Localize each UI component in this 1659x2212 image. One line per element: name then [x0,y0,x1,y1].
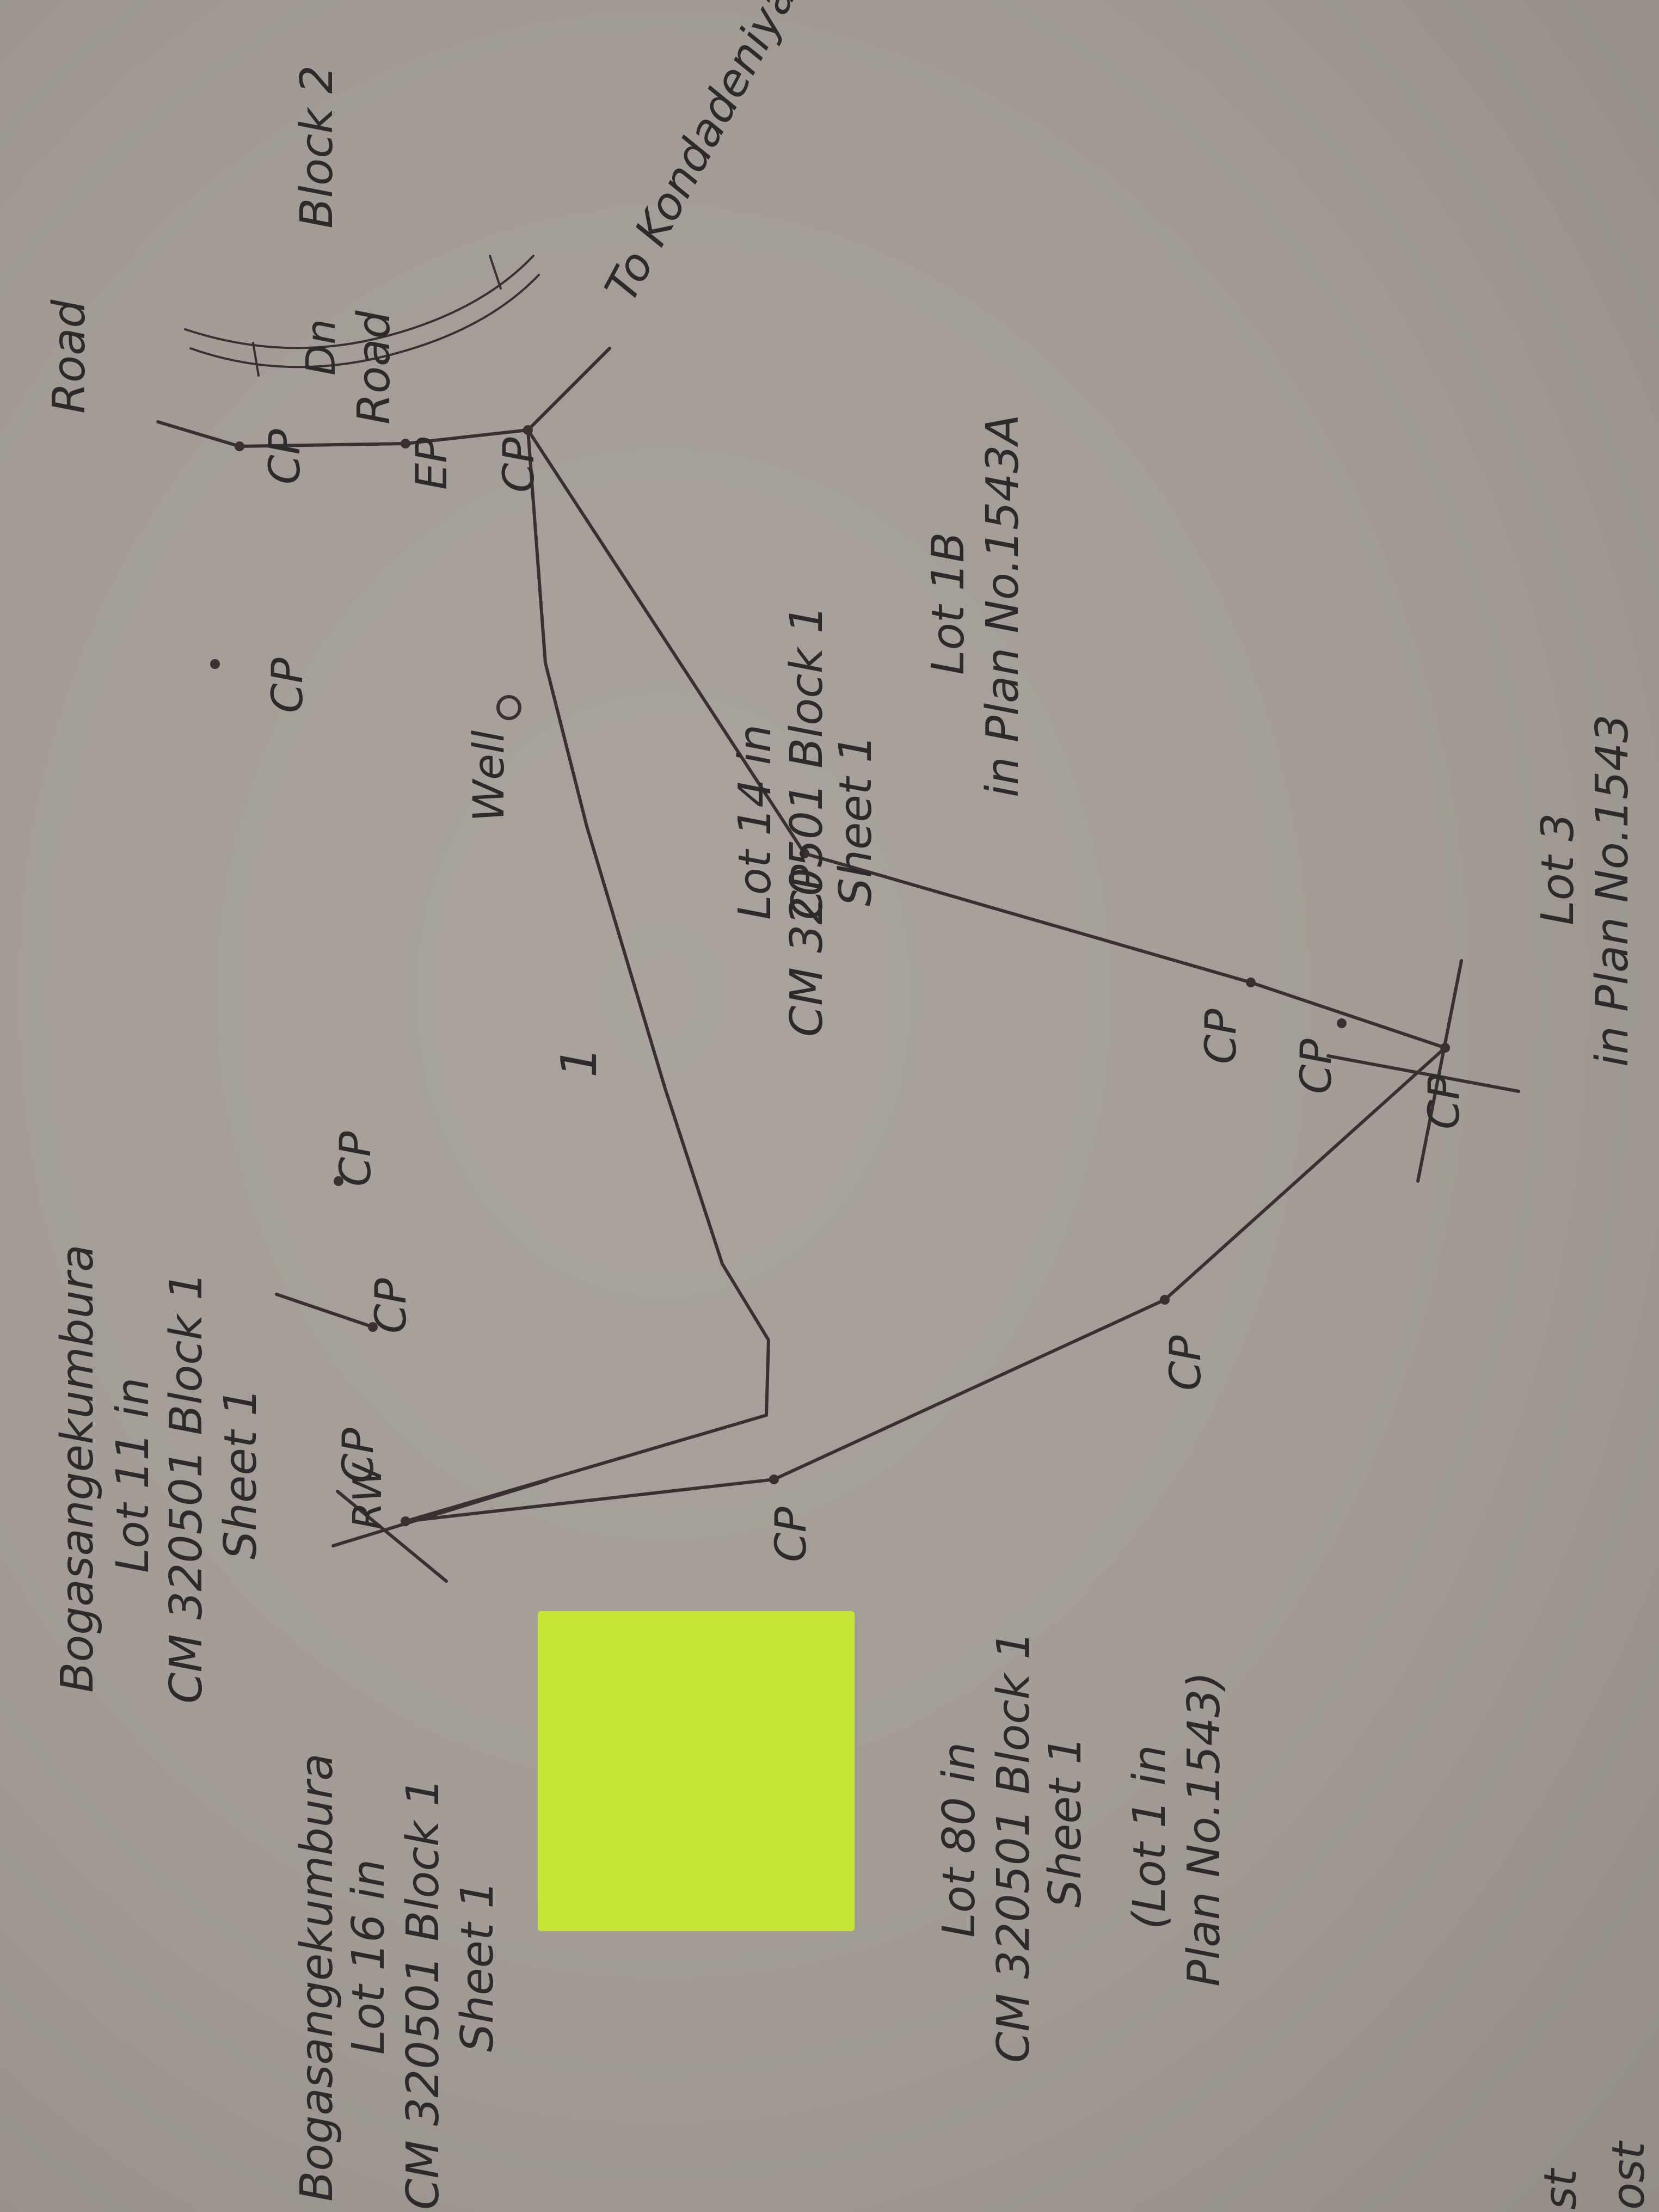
neighbor-lot-80: Lot 80 in CM 320501 Block 1 Sheet 1 (Lot… [933,1631,1230,2063]
lot80-line-3: Sheet 1 [1040,1736,1091,1908]
neighbor-lot-1b: Lot 1B in Plan No.1543A [923,414,1029,797]
cp-label: CP [367,1279,416,1334]
neighbor-lot-14: Lot 14 in CM 320501 Block 1 Sheet 1 [729,605,882,1037]
lot-number: 1 [551,1047,608,1078]
cp-label: CP [767,1507,816,1563]
road-label: Road [348,310,400,425]
to-kondadeniya-label: To Kondadeniya [595,0,807,310]
point-marker [1160,1295,1170,1305]
cp-label: CP [783,865,832,920]
point-marker [1337,1018,1347,1028]
point-marker [401,1516,410,1526]
road-label-top: Road [44,299,95,414]
drain-tick-2 [489,255,502,290]
lot1b-line-1: Lot 1B [923,532,974,675]
rw-label: RW [345,1462,390,1529]
cp-label: CP [495,438,544,493]
south-cross-line [1326,1054,1520,1093]
lot1b-line-2: in Plan No.1543A [977,414,1029,797]
cp-label: CP [1162,1336,1211,1391]
lot16-line-1: Bogasangekumbura [291,1754,343,2202]
lot3-line-1: Lot 3 [1532,813,1584,925]
lot11-line-2: Lot 11 in [107,1378,159,1573]
lot16-line-4: Sheet 1 [452,1881,503,2052]
lot16-line-3: CM 320501 Block 1 [397,1778,449,2210]
road-branch-line [275,1293,374,1329]
lot11-line-4: Sheet 1 [215,1388,267,1559]
lot14-line-3: Sheet 1 [830,735,882,906]
lot80-line-4: (Lot 1 in [1124,1745,1176,1930]
point-marker [800,849,809,858]
point-marker [210,659,220,669]
lot14-line-2: CM 320501 Block 1 [781,605,833,1037]
drain-line-2 [189,274,540,368]
edge-fragment: st [1535,2167,1587,2210]
cp-label: CP [1420,1074,1469,1130]
lot11-line-1: Bogasangekumbura [52,1245,103,1693]
well-symbol [496,695,521,720]
cp-label: CP [261,429,310,485]
lot80-line-5: Plan No.1543) [1178,1672,1230,1987]
lot80-line-1: Lot 80 in [933,1742,985,1938]
neighbor-lot-16: Bogasangekumbura Lot 16 in CM 320501 Blo… [291,1754,503,2210]
edge-fragment: ost [1603,2140,1655,2210]
lot80-line-2: CM 320501 Block 1 [988,1631,1040,2063]
drain-label: Dn [298,319,345,376]
lot16-line-2: Lot 16 in [343,1859,395,2055]
lot-boundary [404,429,1448,1523]
well-label: Well [465,730,514,822]
neighbor-lot-11: Bogasangekumbura Lot 11 in CM 320501 Blo… [52,1245,267,1704]
cp-label: CP [263,658,312,714]
ep-label: EP [408,438,457,490]
cp-label: CP [1197,1009,1246,1065]
drain-tick [252,342,260,377]
point-marker [769,1474,779,1484]
green-sticker [538,1611,855,1931]
rw-cross-line [331,1479,549,1547]
lot14-line-1: Lot 14 in [729,724,781,920]
point-marker [401,439,410,448]
south-tick-line [1416,959,1463,1183]
cp-label: CP [334,1428,383,1484]
lot3-line-2: in Plan No.1543 [1587,714,1638,1067]
point-marker [334,1176,343,1186]
block-2-label: Block 2 [291,65,343,229]
rw-diagonal-line [336,1490,448,1583]
point-marker [1440,1043,1450,1053]
point-marker [235,441,244,451]
drain-line [184,255,534,349]
point-marker [1246,978,1256,987]
lot11-line-3: CM 320501 Block 1 [161,1272,212,1704]
neighbor-lot-3: Lot 3 in Plan No.1543 [1532,714,1638,1067]
cp-label: CP [1292,1039,1341,1095]
point-marker [368,1322,378,1332]
point-marker [523,425,533,435]
cp-label: CP [331,1132,380,1187]
